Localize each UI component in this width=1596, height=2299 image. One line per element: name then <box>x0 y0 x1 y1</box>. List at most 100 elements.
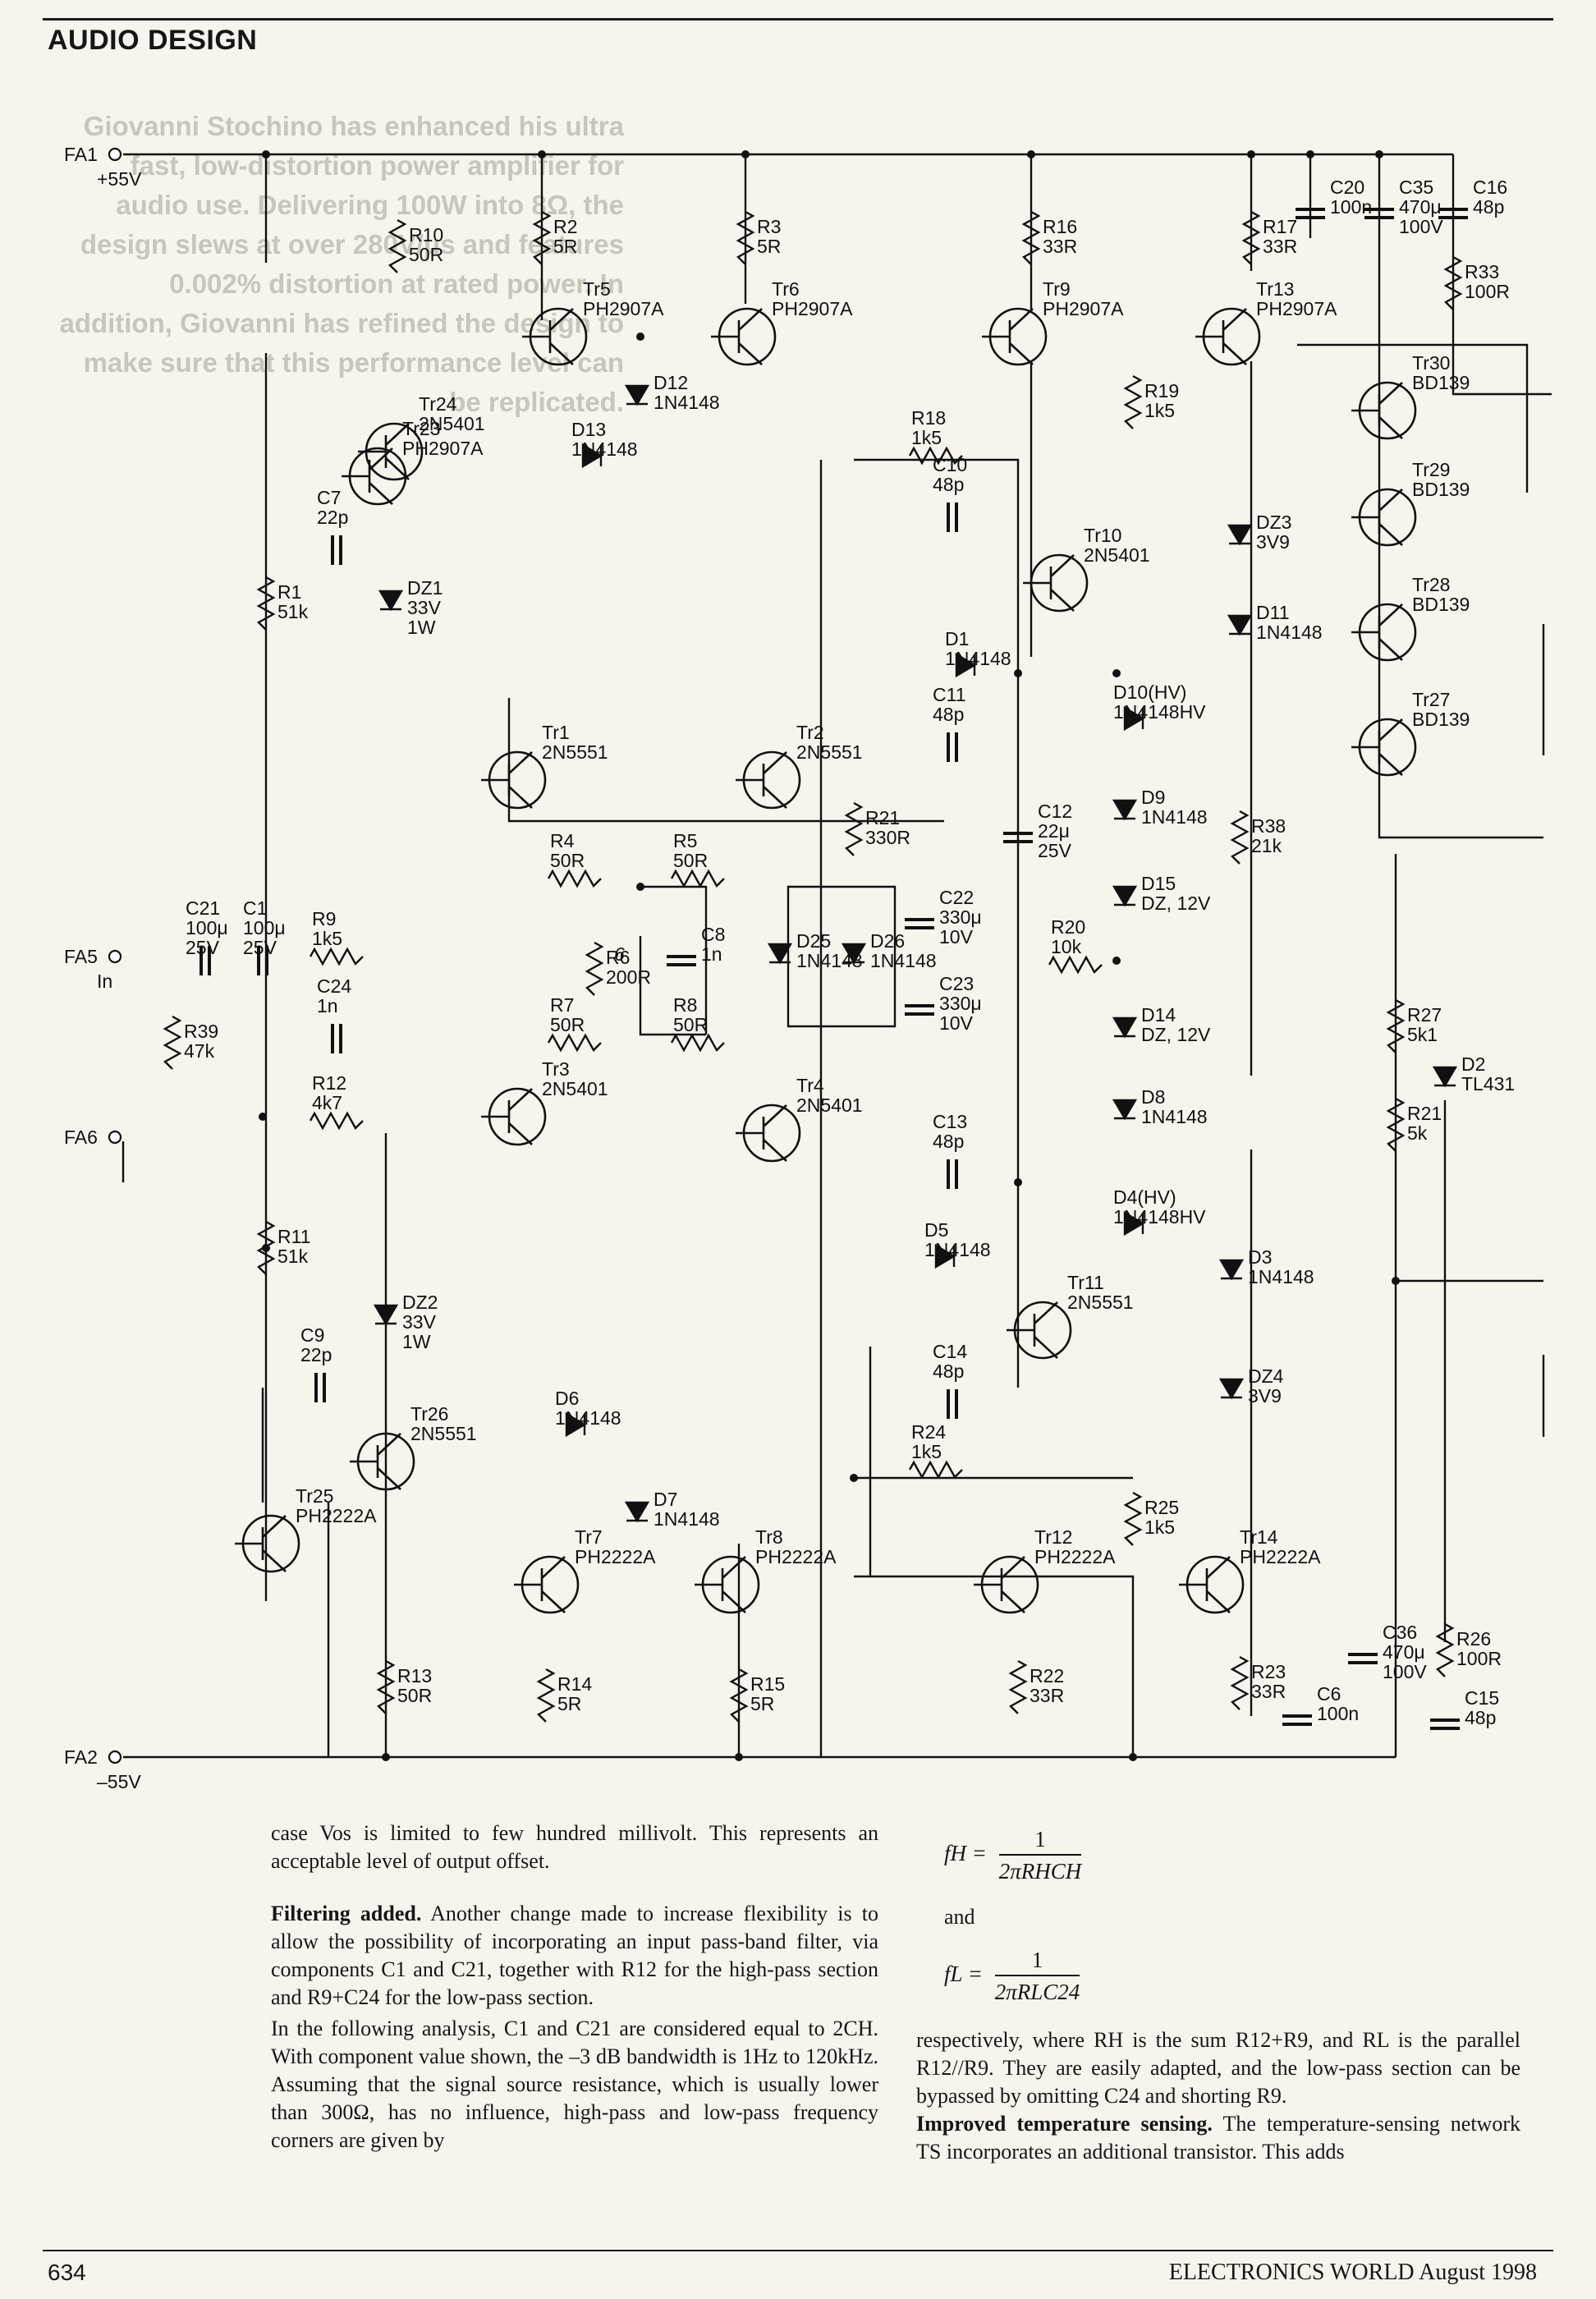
diode-d10hv: D10(HV)1N4148HV <box>1113 681 1206 732</box>
diode-d15-part: DZ, 12V <box>1141 893 1211 914</box>
diode-d8-ref: D8 <box>1141 1086 1165 1108</box>
capacitor-c16-ref: C16 <box>1473 177 1507 198</box>
transistor-tr24-part: 2N5401 <box>419 413 485 434</box>
diode-d4hv-ref: D4(HV) <box>1113 1186 1176 1208</box>
diode-d6-part: 1N4148 <box>555 1407 621 1429</box>
capacitor-c13-value: 48p <box>933 1131 964 1152</box>
capacitor-c8-ref: C8 <box>701 924 725 945</box>
resistor-r21-ref: R21 <box>865 807 900 828</box>
capacitor-c16-value: 48p <box>1473 196 1504 218</box>
resistor-r18-value: 1k5 <box>911 427 942 448</box>
diode-d5-ref: D5 <box>924 1219 948 1241</box>
transistor-tr23-part: PH2907A <box>402 438 484 459</box>
capacitor-c20-value: 100n <box>1330 196 1372 218</box>
resistor-r14-ref: R14 <box>557 1673 592 1695</box>
capacitor-c12-ref: C12 <box>1038 801 1072 822</box>
resistor-r26-ref: R26 <box>1456 1628 1491 1650</box>
capacitor-c21-voltage: 25V <box>186 937 220 958</box>
transistor-tr25-ref: Tr25 <box>296 1485 333 1507</box>
diode-d1-part: 1N4148 <box>945 648 1011 669</box>
transistor-tr5-ref: Tr5 <box>583 278 611 300</box>
paragraph-filtering: Filtering added. Another change made to … <box>271 1900 878 2012</box>
capacitor-c10-value: 48p <box>933 474 964 495</box>
transistor-tr11-part: 2N5551 <box>1067 1292 1134 1313</box>
resistor-r25-value: 1k5 <box>1144 1517 1175 1538</box>
resistor-r20-ref: R20 <box>1051 916 1085 938</box>
diode-d3-ref: D3 <box>1248 1246 1272 1268</box>
transistor-tr30-part: BD139 <box>1412 372 1470 393</box>
capacitor-c36-ref: C36 <box>1383 1622 1417 1643</box>
capacitor-c23-ref: C23 <box>939 973 974 994</box>
transistor-tr1-part: 2N5551 <box>542 741 608 763</box>
article-right-column: respectively, where RH is the sum R12+R9… <box>916 2026 1520 2191</box>
transistor-tr10-part: 2N5401 <box>1084 544 1150 566</box>
diode-d15-ref: D15 <box>1141 873 1176 894</box>
diode-d13-part: 1N4148 <box>571 438 638 460</box>
resistor-r3-ref: R3 <box>757 216 781 237</box>
resistor-r10-value: 50R <box>409 244 443 265</box>
resistor-r8-ref: R8 <box>673 994 697 1016</box>
transistor-tr29-part: BD139 <box>1412 479 1470 500</box>
terminal-fa2: FA2–55V <box>64 1746 141 1792</box>
diode-d8-part: 1N4148 <box>1141 1106 1208 1127</box>
capacitor-c14-ref: C14 <box>933 1341 967 1362</box>
transistor-tr28-ref: Tr28 <box>1412 574 1450 595</box>
diode-d9-ref: D9 <box>1141 787 1165 808</box>
resistor-r27-value: 5k1 <box>1407 1024 1438 1045</box>
transistor-tr14-ref: Tr14 <box>1240 1526 1278 1548</box>
page-number: 634 <box>48 2260 86 2285</box>
resistor-r33-ref: R33 <box>1465 261 1499 282</box>
diode-dz1-rating: 1W <box>407 617 436 638</box>
formula-high-lhs: fH = <box>944 1841 987 1866</box>
resistor-r4-value: 50R <box>550 850 585 871</box>
formula-high-numerator: 1 <box>998 1827 1082 1856</box>
resistor-r38-value: 21k <box>1251 835 1282 856</box>
transistor-tr28-part: BD139 <box>1412 594 1470 615</box>
transistor-tr1-ref: Tr1 <box>542 722 570 743</box>
resistor-r23-ref: R23 <box>1251 1661 1286 1682</box>
diode-d10hv-ref: D10(HV) <box>1113 681 1186 703</box>
capacitor-c14-value: 48p <box>933 1361 964 1382</box>
terminal-fa5-label: FA5 <box>64 946 98 967</box>
resistor-r23-value: 33R <box>1251 1681 1286 1702</box>
header-rule <box>43 18 1553 21</box>
diode-dz2-ref: DZ2 <box>402 1292 438 1313</box>
transistor-tr26-part: 2N5551 <box>410 1423 477 1444</box>
capacitor-c11-value: 48p <box>933 704 964 725</box>
resistor-r15-value: 5R <box>750 1693 774 1714</box>
